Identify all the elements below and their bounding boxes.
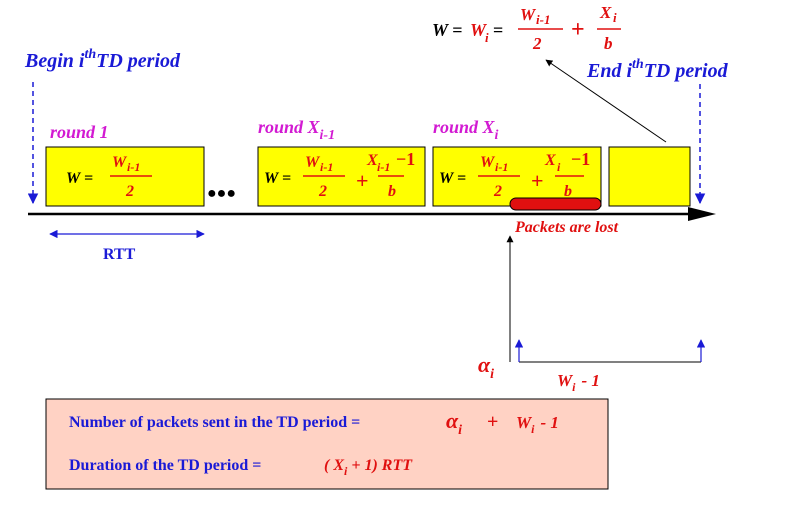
box3-lhs: W = (439, 170, 466, 187)
box2-lhs: W = (264, 170, 291, 187)
box2-plus: + (356, 168, 369, 193)
top-formula-num2-sub: i (613, 10, 617, 25)
note-line1-label: Number of packets sent in the TD period … (69, 414, 360, 431)
top-formula-num1-sub: i-1 (536, 12, 550, 27)
round-1-label: round 1 (50, 122, 109, 142)
svg-text:End ithTD period: End ithTD period (586, 57, 729, 82)
box3-plus: + (531, 168, 544, 193)
final-box (608, 146, 691, 207)
top-formula-w: W (470, 20, 488, 40)
box2-den2: b (388, 183, 396, 200)
end-label-text2: TD period (644, 60, 729, 82)
box2-num2-tail: −1 (396, 149, 415, 169)
round-xi-label: round Xi (433, 117, 499, 143)
rtt-label: RTT (103, 246, 136, 263)
time-axis-arrowhead (688, 207, 716, 221)
top-formula: W = W i = W i-1 2 + X i b (432, 3, 621, 53)
box1-lhs: W = (66, 170, 93, 187)
top-formula-lhs: W = (432, 20, 462, 40)
note-line1-w: Wi- 1 (516, 413, 559, 436)
round-xi-1-label: round Xi-1 (258, 117, 335, 143)
begin-label-sup: th (84, 47, 96, 62)
wi-minus-one-label: Wi- 1 (557, 371, 600, 394)
pointer-arrow-to-formula (545, 59, 667, 143)
box1-num-sub: i-1 (127, 160, 140, 174)
box2-formula: W = W i-1 2 + X i-1 −1 b (264, 149, 415, 200)
summary-note-box (45, 398, 609, 490)
box3-den1: 2 (493, 183, 502, 200)
note-line1-alpha: αi (446, 408, 462, 438)
round-1-box (45, 146, 205, 207)
top-formula-den1: 2 (532, 34, 542, 53)
packets-lost-label: Packets are lost (514, 219, 619, 236)
end-label-text1: End i (586, 60, 632, 82)
top-formula-den2: b (604, 34, 613, 53)
begin-label-text2: TD period (96, 50, 181, 72)
box1-den: 2 (125, 183, 134, 200)
ellipsis-dots: ●●● (207, 185, 236, 202)
top-formula-w-sub: i (485, 30, 489, 45)
svg-text:Begin ithTD period: Begin ithTD period (24, 47, 181, 72)
begin-label-text1: Begin i (24, 50, 85, 72)
top-formula-plus: + (571, 17, 585, 43)
box1-formula: W = W i-1 2 (66, 154, 152, 200)
top-formula-num1: W (520, 5, 537, 24)
box2-num2: X (366, 152, 378, 169)
packets-lost-bar (509, 197, 602, 211)
box2-num2-sub: i-1 (377, 160, 390, 174)
note-line2-label: Duration of the TD period = (69, 457, 261, 474)
end-td-period-label: End ithTD period (586, 57, 729, 82)
box3-num2: X (544, 152, 556, 169)
box3-formula: W = W i-1 2 + X i −1 b (439, 149, 590, 200)
box1-num: W (112, 154, 128, 171)
box3-num2-sub: i (557, 160, 561, 174)
alpha-symbol: αi (478, 352, 494, 382)
end-label-sup: th (632, 57, 644, 72)
note-line1-plus: + (487, 411, 498, 433)
box2-num1: W (305, 154, 321, 171)
box2-den1: 2 (318, 183, 327, 200)
box3-num1-sub: i-1 (495, 160, 508, 174)
note-line2-expr: ( Xi+ 1) RTT (324, 457, 413, 478)
box3-num1: W (480, 154, 496, 171)
top-formula-eq: = (493, 20, 503, 40)
top-formula-num2: X (599, 3, 612, 22)
begin-td-period-label: Begin ithTD period (24, 47, 181, 72)
box3-den2: b (564, 183, 572, 200)
box3-num2-tail: −1 (571, 149, 590, 169)
box2-num1-sub: i-1 (320, 160, 333, 174)
